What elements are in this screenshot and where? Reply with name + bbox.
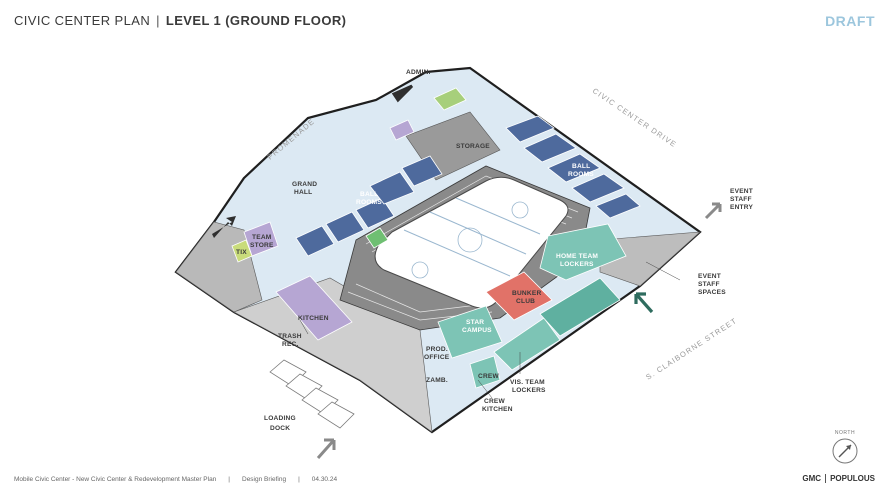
title-separator: | xyxy=(156,13,160,28)
vis-team-lockers-room xyxy=(493,317,561,371)
label-vis-team-lockers-2: LOCKERS xyxy=(512,387,546,394)
label-event-staff-spaces-3: SPACES xyxy=(698,289,726,296)
s-claiborne-entry-arrow-icon xyxy=(634,292,654,314)
footer: Mobile Civic Center - New Civic Center &… xyxy=(14,476,337,483)
label-zamb: ZAMB. xyxy=(426,377,448,384)
tix-room xyxy=(231,239,253,263)
rink-markings xyxy=(403,197,541,279)
label-event-staff-entry-2: STAFF xyxy=(730,196,752,203)
footer-divider-1: | xyxy=(228,476,230,483)
label-team-store-1: TEAM xyxy=(252,234,272,241)
promenade-entry-arrow-icon xyxy=(212,216,236,238)
admin-entry-arrow-icon xyxy=(391,84,414,103)
footer-divider-2: | xyxy=(298,476,300,483)
label-ballrooms-east-1: BALL xyxy=(572,163,590,170)
draft-badge: DRAFT xyxy=(825,13,875,29)
label-ballrooms-central-1: BALL xyxy=(360,191,378,198)
label-ballrooms-central-2: ROOMS xyxy=(356,199,382,206)
label-vis-team-lockers-1: VIS. TEAM xyxy=(510,379,545,386)
bunker-club-room xyxy=(485,271,553,321)
kitchen-room xyxy=(275,275,353,341)
label-crew-kitchen-1: CREW xyxy=(484,398,506,405)
label-kitchen: KITCHEN xyxy=(298,315,329,322)
ballrooms-east xyxy=(505,115,641,219)
label-prod-office-1: PROD. xyxy=(426,346,448,353)
star-campus-room xyxy=(437,305,503,359)
page-header: CIVIC CENTER PLAN | LEVEL 1 (GROUND FLOOR) xyxy=(14,13,346,28)
label-s-claiborne-street: S. CLAIBORNE STREET xyxy=(644,316,739,382)
locker-corridor-room xyxy=(539,277,621,337)
level-subtitle: LEVEL 1 (GROUND FLOOR) xyxy=(165,13,347,28)
label-trash-rec-1: TRASH xyxy=(278,333,302,340)
label-grand-hall-1: GRAND xyxy=(292,181,317,188)
ice-rink xyxy=(374,176,569,309)
gmc-logo: GMC xyxy=(802,474,827,483)
label-admin: ADMIN. xyxy=(406,69,431,76)
admin-purple-room xyxy=(389,119,415,141)
green-suite xyxy=(365,227,389,249)
footer-project: Mobile Civic Center - New Civic Center &… xyxy=(14,476,217,483)
event-staff-entry-arrow-icon xyxy=(704,202,722,220)
populous-logo: POPULOUS xyxy=(830,474,875,483)
label-grand-hall-2: HALL xyxy=(294,189,312,196)
label-team-store-2: STORE xyxy=(250,242,274,249)
label-star-campus-1: STAR xyxy=(466,319,484,326)
label-event-staff-entry-3: ENTRY xyxy=(730,204,754,211)
label-star-campus-2: CAMPUS xyxy=(462,327,492,334)
label-trash-rec-2: REC. xyxy=(282,341,299,348)
label-crew-kitchen-2: KITCHEN xyxy=(482,406,513,413)
label-leader-lines xyxy=(299,261,681,399)
compass-icon xyxy=(832,438,858,464)
crew-room xyxy=(469,355,501,389)
label-prod-office-2: OFFICE xyxy=(424,354,450,361)
compass-label: NORTH xyxy=(834,430,856,436)
north-compass: NORTH xyxy=(830,430,860,470)
label-loading-dock-2: DOCK xyxy=(270,425,290,432)
label-event-staff-spaces-2: STAFF xyxy=(698,281,720,288)
ballrooms-central xyxy=(295,155,443,257)
label-home-team-lockers-2: LOCKERS xyxy=(560,261,594,268)
label-event-staff-spaces-1: EVENT xyxy=(698,273,721,280)
label-home-team-lockers-1: HOME TEAM xyxy=(556,253,598,260)
footer-phase: Design Briefing xyxy=(242,476,287,483)
label-storage: STORAGE xyxy=(456,143,490,150)
label-crew: CREW xyxy=(478,373,500,380)
label-loading-dock-1: LOADING xyxy=(264,415,296,422)
loading-dock-arrow-icon xyxy=(316,438,336,459)
loading-dock-bays xyxy=(269,359,355,429)
label-tix: TIX xyxy=(236,249,247,256)
label-bunker-club-2: CLUB xyxy=(516,298,535,305)
label-bunker-club-1: BUNKER xyxy=(512,290,541,297)
plan-title: CIVIC CENTER PLAN xyxy=(14,13,151,28)
footer-date: 04.30.24 xyxy=(311,476,338,483)
label-civic-center-drive: CIVIC CENTER DRIVE xyxy=(591,86,679,149)
admin-green-room xyxy=(433,87,467,111)
home-team-lockers-room xyxy=(539,223,627,281)
label-event-staff-entry-1: EVENT xyxy=(730,188,753,195)
label-ballrooms-east-2: ROOMS xyxy=(568,171,594,178)
